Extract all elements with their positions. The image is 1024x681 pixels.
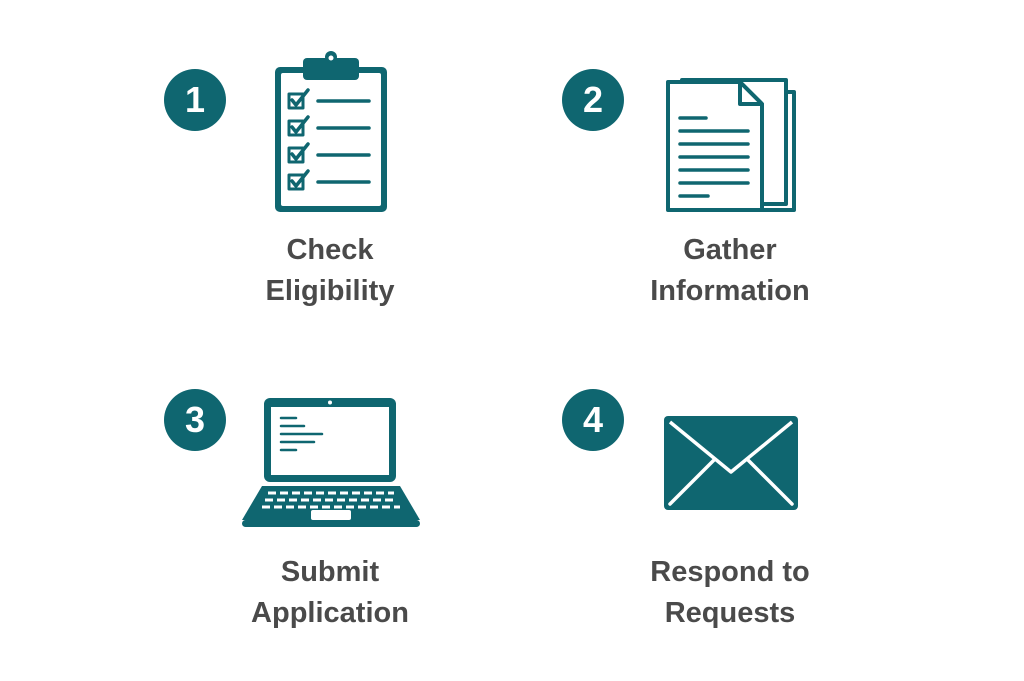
step-label-line2: Requests [664, 597, 796, 629]
step-label: Gather Information [600, 230, 860, 312]
step-label-line1: Respond to [650, 556, 810, 588]
step-label-line2: Application [251, 597, 409, 629]
step-label-line2: Information [650, 275, 810, 307]
step-label-line2: Eligibility [265, 275, 395, 307]
step-number-badge: 4 [562, 389, 624, 451]
step-number-badge: 3 [164, 389, 226, 451]
step-number-badge: 2 [562, 69, 624, 131]
step-label-line1: Check [286, 234, 374, 266]
step-label: Respond to Requests [600, 552, 860, 634]
laptop-icon [242, 398, 420, 527]
step-label: Submit Application [200, 552, 460, 634]
step-number-badge: 1 [164, 69, 226, 131]
step-label: Check Eligibility [200, 230, 460, 312]
step-label-line1: Gather [683, 234, 777, 266]
envelope-icon [664, 416, 798, 510]
step-label-line1: Submit [280, 556, 380, 588]
documents-icon [666, 78, 796, 212]
clipboard-checklist-icon [275, 51, 387, 212]
